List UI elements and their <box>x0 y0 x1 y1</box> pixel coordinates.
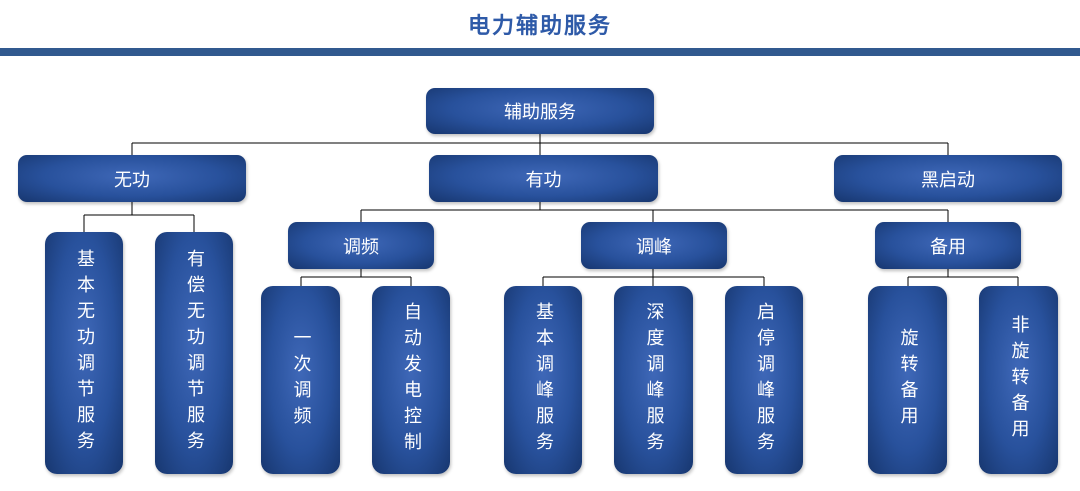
leaf-startstop-peak: 启停调峰服务 <box>725 286 803 474</box>
leaf-spinning-reserve-label: 旋转备用 <box>897 328 919 432</box>
leaf-basic-peak: 基本调峰服务 <box>504 286 582 474</box>
node-root-label: 辅助服务 <box>504 102 576 123</box>
leaf-primary-fm-label: 一次调频 <box>290 328 312 432</box>
node-reactive-label: 无功 <box>114 169 150 191</box>
node-active-label: 有功 <box>525 169 562 191</box>
leaf-paid-reactive-label: 有偿无功调节服务 <box>184 249 205 457</box>
leaf-startstop-peak-label: 启停调峰服务 <box>754 302 775 458</box>
leaf-agc: 自动发电控制 <box>372 286 450 474</box>
leaf-non-spinning-reserve: 非旋转备用 <box>979 286 1058 474</box>
leaf-basic-peak-label: 基本调峰服务 <box>533 302 554 458</box>
leaf-basic-reactive-label: 基本无功调节服务 <box>74 249 95 457</box>
leaf-paid-reactive: 有偿无功调节服务 <box>155 232 233 474</box>
diagram-title: 电力辅助服务 <box>467 13 612 39</box>
node-reactive: 无功 <box>18 155 246 202</box>
node-black-start: 黑启动 <box>834 155 1062 202</box>
leaf-primary-fm: 一次调频 <box>261 286 340 474</box>
leaf-deep-peak: 深度调峰服务 <box>614 286 693 474</box>
node-frequency-regulation-label: 调频 <box>343 236 379 258</box>
node-active: 有功 <box>429 155 658 202</box>
leaf-non-spinning-reserve-label: 非旋转备用 <box>1008 315 1030 445</box>
node-frequency-regulation: 调频 <box>288 222 434 269</box>
node-reserve: 备用 <box>875 222 1021 269</box>
leaf-spinning-reserve: 旋转备用 <box>868 286 947 474</box>
node-peak-regulation-label: 调峰 <box>636 236 672 258</box>
leaf-deep-peak-label: 深度调峰服务 <box>643 302 665 458</box>
node-black-start-label: 黑启动 <box>921 169 975 191</box>
title-divider <box>0 48 1080 56</box>
leaf-agc-label: 自动发电控制 <box>401 302 422 458</box>
leaf-basic-reactive: 基本无功调节服务 <box>45 232 123 474</box>
node-peak-regulation: 调峰 <box>581 222 727 269</box>
node-root: 辅助服务 <box>426 88 654 134</box>
node-reserve-label: 备用 <box>930 236 966 258</box>
